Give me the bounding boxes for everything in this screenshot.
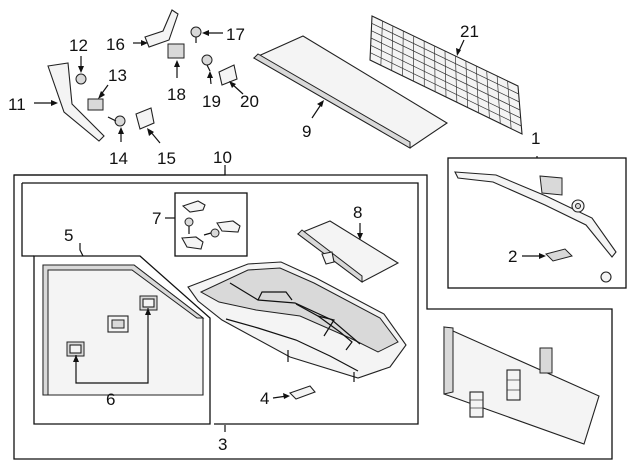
callout-2: 2 bbox=[508, 247, 517, 266]
storage-tray-3 bbox=[187, 261, 407, 382]
net-strand bbox=[371, 30, 520, 103]
callout-15: 15 bbox=[157, 149, 176, 168]
callout-16: 16 bbox=[106, 35, 125, 54]
callout-21: 21 bbox=[460, 22, 479, 41]
callout-labels: 1 2 3 4 5 6 7 8 9 10 11 12 13 14 15 16 1… bbox=[8, 22, 540, 454]
inner-assembly-box bbox=[21, 182, 419, 425]
callout-8: 8 bbox=[353, 203, 362, 222]
callout-11: 11 bbox=[8, 95, 26, 114]
callout-3: 3 bbox=[218, 435, 227, 454]
clip-6a bbox=[139, 295, 158, 311]
callout-19: 19 bbox=[202, 92, 221, 111]
hardware-upper-left bbox=[47, 9, 238, 142]
callout-17: 17 bbox=[226, 25, 245, 44]
net-strand bbox=[371, 23, 519, 95]
callout-4: 4 bbox=[260, 389, 269, 408]
callout-9: 9 bbox=[302, 122, 311, 141]
callout-7: 7 bbox=[152, 209, 161, 228]
bracket-2 bbox=[545, 248, 573, 262]
net-strand bbox=[370, 52, 522, 127]
leader-lines bbox=[34, 30, 546, 432]
trim-panel-group-5 bbox=[33, 255, 211, 425]
hook-kit-7 bbox=[174, 192, 248, 257]
callout-10: 10 bbox=[213, 148, 232, 167]
callout-14: 14 bbox=[109, 149, 128, 168]
callout-12: 12 bbox=[69, 36, 88, 55]
side-panel-3 bbox=[443, 326, 600, 445]
load-floor-9 bbox=[252, 35, 449, 149]
net-strand bbox=[370, 37, 521, 111]
callout-1: 1 bbox=[531, 129, 540, 148]
assembly-frame-10 bbox=[13, 170, 613, 460]
callout-20: 20 bbox=[240, 92, 259, 111]
cargo-net-21 bbox=[369, 15, 523, 135]
callout-6: 6 bbox=[106, 390, 115, 409]
clip-6b bbox=[66, 341, 85, 357]
net-strand bbox=[370, 45, 521, 119]
lid-8 bbox=[296, 220, 400, 283]
sill-plate-1 bbox=[454, 171, 617, 283]
callout-13: 13 bbox=[108, 66, 127, 85]
callout-18: 18 bbox=[167, 85, 186, 104]
callout-5: 5 bbox=[64, 226, 73, 245]
clip-4 bbox=[288, 385, 316, 400]
